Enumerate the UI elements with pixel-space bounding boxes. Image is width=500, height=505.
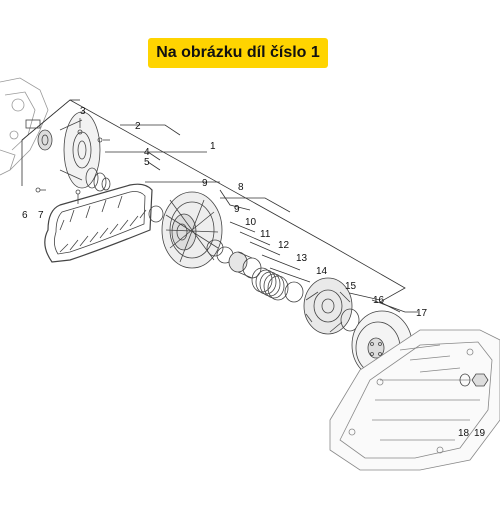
leader-frame xyxy=(21,99,481,420)
callout-5: 5 xyxy=(144,157,150,168)
ring-16 xyxy=(340,308,360,332)
transmission-cover xyxy=(329,329,500,471)
callout-7: 7 xyxy=(38,210,44,221)
callout-9b: 9 xyxy=(234,204,240,215)
ring-15 xyxy=(284,281,304,303)
engine-housing-sketch xyxy=(0,77,49,176)
callout-11: 11 xyxy=(260,229,271,240)
callout-14: 14 xyxy=(316,266,328,277)
callout-16: 16 xyxy=(373,295,385,306)
nut-washer xyxy=(459,373,489,387)
small-bolts xyxy=(35,118,110,204)
callout-18: 18 xyxy=(458,428,470,439)
o-ring-9 xyxy=(148,205,164,223)
callout-17: 17 xyxy=(416,308,428,319)
clutch-assembly xyxy=(303,277,353,335)
callout-labels: 1 2 3 4 5 6 7 8 9 9 10 11 12 13 14 15 16… xyxy=(22,106,486,439)
bushing-12 xyxy=(228,251,262,279)
callout-12: 12 xyxy=(278,240,290,251)
callout-9a: 9 xyxy=(202,178,208,189)
callout-15: 15 xyxy=(345,281,357,292)
callout-1: 1 xyxy=(210,141,216,152)
drive-belt xyxy=(44,183,153,263)
callout-19: 19 xyxy=(474,428,486,439)
callout-8: 8 xyxy=(238,182,244,193)
spring-13 xyxy=(251,267,289,301)
callout-13: 13 xyxy=(296,253,308,264)
callout-2: 2 xyxy=(135,121,141,132)
callout-4: 4 xyxy=(144,147,150,158)
fixed-pulley xyxy=(161,191,223,269)
banner-title: Na obrázku díl číslo 1 xyxy=(148,38,328,68)
callout-6: 6 xyxy=(22,210,28,221)
movable-pulley xyxy=(25,111,101,189)
sleeve-spacers xyxy=(85,167,111,192)
callout-3: 3 xyxy=(80,106,86,117)
callout-10: 10 xyxy=(245,217,257,228)
